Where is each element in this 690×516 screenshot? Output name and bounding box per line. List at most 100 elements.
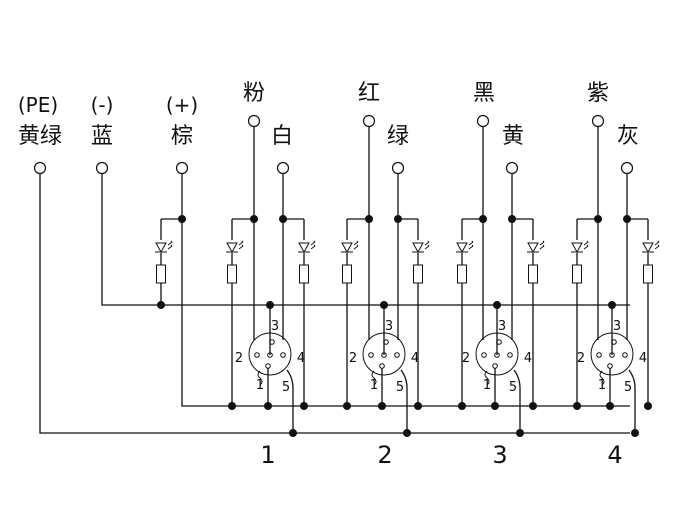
channel-1-led-a	[226, 240, 244, 254]
channel-4-connector-pin-3	[611, 339, 617, 345]
junction-dot	[378, 402, 386, 410]
channel-2-pin-label-5: 5	[396, 380, 404, 395]
positive-bus	[181, 174, 630, 407]
channel-3-pin-label-2: 2	[462, 351, 470, 366]
pe-terminal-color: 黄绿	[18, 124, 62, 149]
channel-2-color-a: 红	[358, 81, 380, 106]
channel-3-connector-pin-1	[492, 363, 498, 369]
channel-2-connector-pin-2	[368, 352, 374, 358]
channel-4-pe-wire	[628, 369, 636, 433]
channel-1-resistor-a	[227, 264, 237, 284]
channel-1-color-a: 粉	[243, 81, 265, 106]
junction-dot	[403, 429, 411, 437]
junction-dot	[623, 215, 631, 223]
led-light-arrows	[583, 240, 589, 250]
channel-4-resistor-b	[643, 264, 653, 284]
wires	[39, 127, 649, 434]
led-triangle	[412, 242, 424, 254]
channel-4-connector-pin-1	[607, 363, 613, 369]
channel-2-terminal-a	[362, 114, 376, 128]
junction-dot	[458, 402, 466, 410]
led-triangle	[642, 242, 654, 254]
channel-2-pe-wire	[400, 369, 408, 433]
channel-2-resistor-a	[342, 264, 352, 284]
channel-2-pin-label-3: 3	[385, 319, 393, 334]
channel-4-connector	[590, 332, 634, 376]
junction-dot	[380, 301, 388, 309]
pe-terminal	[33, 161, 47, 175]
channel-3-terminal-b	[505, 161, 519, 175]
channel-1-pin-label-2: 2	[235, 351, 243, 366]
channel-3-color-b: 黄	[502, 124, 524, 149]
channel-3-connector-pin-5	[494, 352, 500, 358]
channel-1-terminal-b	[276, 161, 290, 175]
positive-led	[155, 240, 173, 254]
channel-3-pin-label-3: 3	[498, 319, 506, 334]
junction-dot	[491, 402, 499, 410]
channel-4-terminal-a	[591, 114, 605, 128]
channel-4-terminal-b	[620, 161, 634, 175]
channel-3-terminal-a	[476, 114, 490, 128]
channel-3-resistor-b	[528, 264, 538, 284]
channel-1-pin-marker	[257, 370, 263, 386]
negative-terminal	[95, 161, 109, 175]
channel-2-number: 2	[377, 441, 392, 469]
channel-2-terminal-b	[391, 161, 405, 175]
channel-3-pe-wire	[513, 369, 521, 433]
led-light-arrows	[424, 240, 430, 250]
channel-1-connector-pin-4	[280, 352, 286, 358]
junction-dot	[631, 429, 639, 437]
channel-1-pe-wire	[286, 369, 294, 433]
junction-dot	[594, 215, 602, 223]
channel-4-connector-pin-4	[622, 352, 628, 358]
negative-terminal-code: (-)	[91, 93, 114, 117]
channel-1-pin-label-5: 5	[282, 380, 290, 395]
junction-dot	[493, 301, 501, 309]
channel-2-connector-pin-4	[394, 352, 400, 358]
channel-2-connector-pin-3	[383, 339, 389, 345]
channel-1-connector-pin-1	[265, 363, 271, 369]
channel-2-connector-pin-5	[381, 352, 387, 358]
junction-dot	[343, 402, 351, 410]
junction-dot	[394, 215, 402, 223]
channel-3-pin-marker	[484, 370, 490, 386]
channel-4-connector-pin-5	[609, 352, 615, 358]
negative-terminal-color: 蓝	[91, 124, 113, 149]
channel-4-connector-pin-2	[596, 352, 602, 358]
channel-4-pin-label-3: 3	[613, 319, 621, 334]
channel-1-connector-pin-2	[254, 352, 260, 358]
channel-1-number: 1	[260, 441, 275, 469]
led-light-arrows	[468, 240, 474, 250]
channel-3-led-b	[527, 240, 545, 254]
channel-4-pin-label-2: 2	[577, 351, 585, 366]
channel-4-pin-label-1: 1	[598, 378, 606, 393]
led-light-arrows	[353, 240, 359, 250]
junction-dot	[300, 402, 308, 410]
led-light-arrows	[238, 240, 244, 250]
channel-3-connector-pin-3	[496, 339, 502, 345]
channel-2-led-b	[412, 240, 430, 254]
led-light-arrows	[310, 240, 316, 250]
junction-dot	[608, 301, 616, 309]
channel-1-pin-label-4: 4	[297, 351, 305, 366]
channel-4-led-a	[571, 240, 589, 254]
junction-dot	[365, 215, 373, 223]
channel-1-connector-pin-3	[269, 339, 275, 345]
junction-dot	[157, 301, 165, 309]
junction-dot	[508, 215, 516, 223]
junction-dot	[228, 402, 236, 410]
pe-terminal-code: (PE)	[18, 93, 58, 117]
led-light-arrows	[167, 240, 173, 250]
channel-2-pin-label-2: 2	[349, 351, 357, 366]
negative-bus	[101, 174, 630, 306]
channel-4-resistor-a	[572, 264, 582, 284]
junction-dot	[289, 429, 297, 437]
channel-4-pin-label-4: 4	[639, 351, 647, 366]
junction-dot	[573, 402, 581, 410]
channel-3-pin-label-5: 5	[509, 380, 517, 395]
led-triangle	[527, 242, 539, 254]
positive-terminal-code: (+)	[166, 93, 198, 117]
led-light-arrows	[539, 240, 545, 250]
